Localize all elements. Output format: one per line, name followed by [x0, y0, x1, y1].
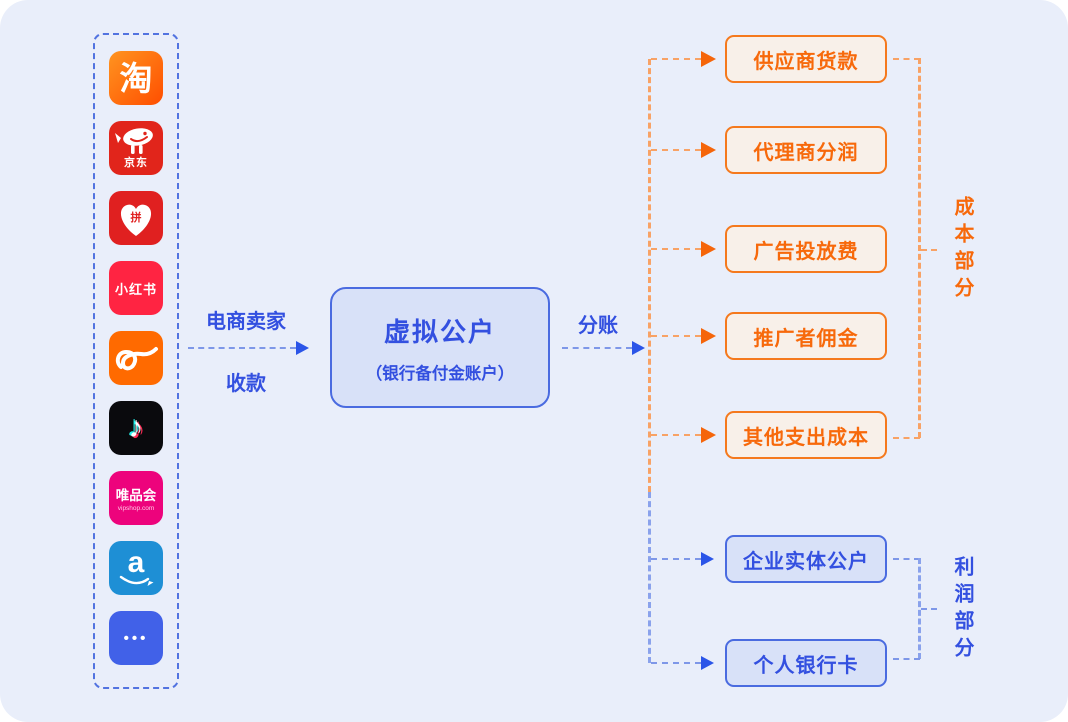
- virtual-account-subtitle: （银行备付金账户）: [365, 364, 515, 383]
- cost-bracket-mid-stub: [921, 249, 937, 251]
- profit-box-corporate: 企业实体公户: [725, 535, 887, 583]
- spine-cost-segment: [648, 59, 651, 492]
- split-arrow-head: [632, 341, 645, 355]
- inbound-arrow-head: [296, 341, 309, 355]
- branch-line-agent: [651, 149, 701, 151]
- amazon-a-glyph: a: [127, 545, 145, 579]
- branch-arrow-other: [701, 427, 716, 443]
- profit-bracket-vertical: [918, 558, 921, 659]
- taobao-glyph: 淘: [119, 59, 153, 97]
- branch-line-promoter: [651, 335, 701, 337]
- platforms-panel: [93, 33, 179, 689]
- inbound-arrow-line: [188, 347, 296, 349]
- split-arrow-line: [562, 347, 632, 349]
- cost-box-agent: 代理商分润: [725, 126, 887, 174]
- xiaohongshu-icon: 小红书: [109, 261, 163, 315]
- douyin-icon: ♪: [109, 401, 163, 455]
- amazon-icon: a: [109, 541, 163, 595]
- amazon-smile-graphic: [119, 575, 154, 586]
- profit-group-label: 利润部分: [951, 556, 973, 664]
- branch-arrow-ads: [701, 241, 716, 257]
- cost-box-other: 其他支出成本: [725, 411, 887, 459]
- branch-arrow-corporate: [701, 552, 714, 566]
- branch-line-supplier: [651, 58, 701, 60]
- branch-arrow-personal: [701, 656, 714, 670]
- branch-arrow-agent: [701, 142, 716, 158]
- vipshop-domain: vipshop.com: [117, 505, 155, 512]
- taobao-icon: 淘: [109, 51, 163, 105]
- branch-arrow-promoter: [701, 328, 716, 344]
- cost-bracket-bottom-stub: [893, 437, 920, 439]
- douyin-note-glyph: ♪: [128, 411, 144, 444]
- alibaba-a-graphic: [115, 347, 158, 371]
- inbound-label-bottom: 收款: [226, 373, 266, 395]
- branch-line-other: [651, 434, 701, 436]
- ellipsis-glyph: •••: [123, 629, 149, 647]
- jd-icon: 京东: [109, 121, 163, 175]
- vipshop-label: 唯品会: [115, 488, 157, 503]
- xiaohongshu-label: 小红书: [114, 281, 157, 297]
- cost-box-promoter: 推广者佣金: [725, 312, 887, 360]
- branch-line-corporate: [651, 558, 701, 560]
- profit-bracket-bottom-stub: [893, 658, 920, 660]
- cost-box-supplier: 供应商货款: [725, 35, 887, 83]
- profit-bracket-top-stub: [893, 558, 920, 560]
- profit-bracket-mid-stub: [921, 608, 937, 610]
- pinduoduo-glyph: 拼: [131, 210, 142, 224]
- vipshop-icon: 唯品会 vipshop.com: [109, 471, 163, 525]
- branch-line-personal: [651, 662, 701, 664]
- cost-bracket-top-stub: [893, 58, 920, 60]
- spine-profit-segment: [648, 492, 651, 663]
- cost-box-ads: 广告投放费: [725, 225, 887, 273]
- profit-box-personal: 个人银行卡: [725, 639, 887, 687]
- jd-label: 京东: [124, 157, 148, 169]
- split-label: 分账: [578, 315, 618, 337]
- more-platforms-icon: •••: [109, 611, 163, 665]
- jd-dog-graphic: [115, 128, 153, 154]
- cost-group-label: 成本部分: [951, 196, 973, 304]
- alibaba-icon: [109, 331, 163, 385]
- virtual-account-box: 虚拟公户 （银行备付金账户）: [330, 287, 550, 408]
- branch-arrow-supplier: [701, 51, 716, 67]
- cost-bracket-vertical: [918, 58, 921, 438]
- inbound-label-top: 电商卖家: [206, 311, 286, 333]
- branch-line-ads: [651, 248, 701, 250]
- pinduoduo-heart-graphic: 拼: [120, 204, 152, 236]
- virtual-account-title: 虚拟公户: [383, 316, 496, 347]
- pinduoduo-icon: 拼: [109, 191, 163, 245]
